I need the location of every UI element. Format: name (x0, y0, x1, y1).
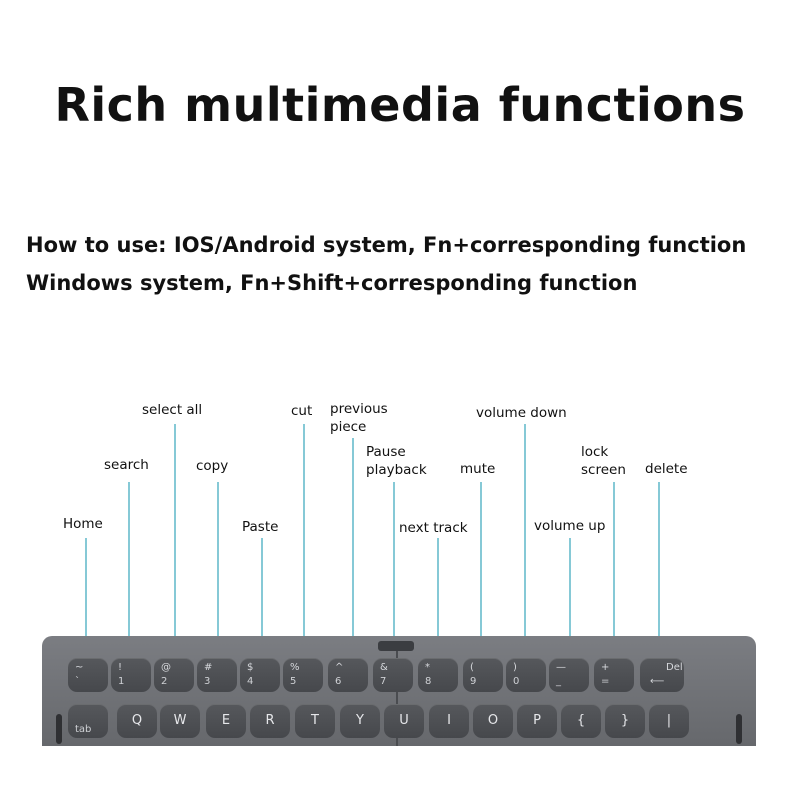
leader-mute (480, 482, 482, 656)
key-p[interactable]: P (517, 704, 557, 738)
key-delete[interactable]: Del ⟵ (640, 658, 684, 692)
key-equals[interactable]: + = (594, 658, 634, 692)
key-8[interactable]: * 8 (418, 658, 458, 692)
leader-volume-up (569, 538, 571, 656)
key-0[interactable]: ) 0 (506, 658, 546, 692)
leader-search (128, 482, 130, 656)
label-next-track: next track (399, 520, 468, 536)
key-u[interactable]: U (384, 704, 424, 738)
label-copy: copy (196, 458, 229, 474)
key-t[interactable]: T (295, 704, 335, 738)
key-o[interactable]: O (473, 704, 513, 738)
how-to-line-windows: Windows system, Fn+Shift+corresponding f… (26, 271, 638, 295)
key-pipe[interactable]: | (649, 704, 689, 738)
key-9[interactable]: ( 9 (463, 658, 503, 692)
key-2[interactable]: @ 2 (154, 658, 194, 692)
label-cut: cut (291, 403, 313, 419)
leader-pause-playback (393, 482, 395, 656)
keyboard-slot-left (56, 714, 62, 744)
label-search: search (104, 457, 149, 473)
label-volume-down: volume down (476, 405, 567, 421)
leader-cut (303, 424, 305, 656)
key-4[interactable]: $ 4 (240, 658, 280, 692)
leader-copy (217, 482, 219, 656)
leader-previous-piece (352, 438, 354, 656)
label-previous-piece: previous piece (330, 401, 388, 435)
leader-volume-down (524, 424, 526, 656)
key-right-brace[interactable]: } (605, 704, 645, 738)
keyboard-hinge (378, 641, 414, 651)
key-i[interactable]: I (429, 704, 469, 738)
leader-lock-screen (613, 482, 615, 656)
label-select-all: select all (142, 402, 203, 418)
key-e[interactable]: E (206, 704, 246, 738)
label-mute: mute (460, 461, 496, 477)
key-left-brace[interactable]: { (561, 704, 601, 738)
leader-paste (261, 538, 263, 656)
label-pause-playback: Pause playback (366, 444, 427, 478)
key-y[interactable]: Y (340, 704, 380, 738)
page-title: Rich multimedia functions (54, 78, 746, 132)
key-5[interactable]: % 5 (283, 658, 323, 692)
label-paste: Paste (242, 519, 279, 535)
leader-home (85, 538, 87, 656)
key-6[interactable]: ^ 6 (328, 658, 368, 692)
label-lock-screen: lock screen (581, 444, 626, 478)
label-delete: delete (645, 461, 688, 477)
keyboard-fold-seam (396, 650, 398, 746)
key-3[interactable]: # 3 (197, 658, 237, 692)
key-7[interactable]: & 7 (373, 658, 413, 692)
leader-delete (658, 482, 660, 656)
key-w[interactable]: W (160, 704, 200, 738)
keyboard-slot-right (736, 714, 742, 744)
key-tab[interactable]: tab (68, 704, 108, 738)
leader-select-all (174, 424, 176, 656)
key-backtick[interactable]: ~ ` (68, 658, 108, 692)
key-q[interactable]: Q (117, 704, 157, 738)
key-1[interactable]: ! 1 (111, 658, 151, 692)
how-to-line-ios: How to use: IOS/Android system, Fn+corre… (26, 233, 747, 257)
key-r[interactable]: R (250, 704, 290, 738)
key-minus[interactable]: — _ (549, 658, 589, 692)
label-home: Home (63, 516, 103, 532)
label-volume-up: volume up (534, 518, 606, 534)
leader-next-track (437, 538, 439, 656)
